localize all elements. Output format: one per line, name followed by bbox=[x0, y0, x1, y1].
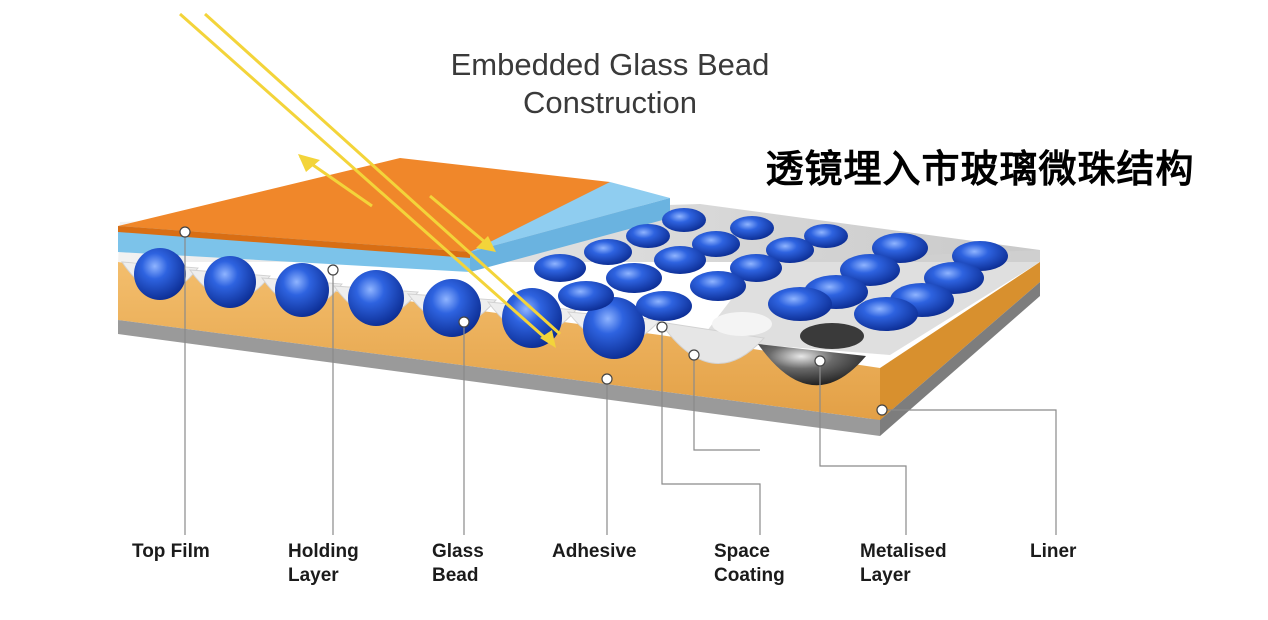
leader-dots bbox=[179, 226, 888, 416]
label-top-film: Top Film bbox=[132, 541, 210, 562]
liner-layer bbox=[118, 320, 880, 436]
label-glass-bead: Glass Bead bbox=[432, 541, 484, 586]
top-film-edge bbox=[118, 226, 470, 258]
liner-side bbox=[880, 282, 1040, 436]
ray-arrow-bead bbox=[540, 330, 556, 348]
leader-lines bbox=[184, 232, 1057, 535]
surface-beads bbox=[534, 208, 1008, 331]
label-metalised-layer: Metalised Layer bbox=[860, 541, 947, 586]
holding-layer-side bbox=[470, 198, 670, 272]
diagram-title: Embedded Glass Bead Construction bbox=[450, 47, 770, 120]
diagram-title-chinese: 透镜埋入市玻璃微珠结构 bbox=[765, 147, 1195, 191]
metalised-cup bbox=[758, 344, 866, 386]
exposed-coating bbox=[712, 312, 772, 336]
light-rays bbox=[179, 12, 562, 346]
top-film bbox=[118, 158, 610, 252]
label-liner: Liner bbox=[1030, 541, 1077, 562]
ray-arrow-down bbox=[476, 236, 496, 252]
label-space-coating: Space Coating bbox=[714, 541, 785, 586]
exposed-metal bbox=[800, 323, 864, 349]
label-holding-layer: Holding Layer bbox=[288, 541, 359, 586]
label-adhesive: Adhesive bbox=[552, 541, 637, 562]
side-face bbox=[880, 262, 1040, 420]
ray-arrow-up bbox=[298, 154, 320, 172]
front-beads bbox=[134, 248, 645, 359]
